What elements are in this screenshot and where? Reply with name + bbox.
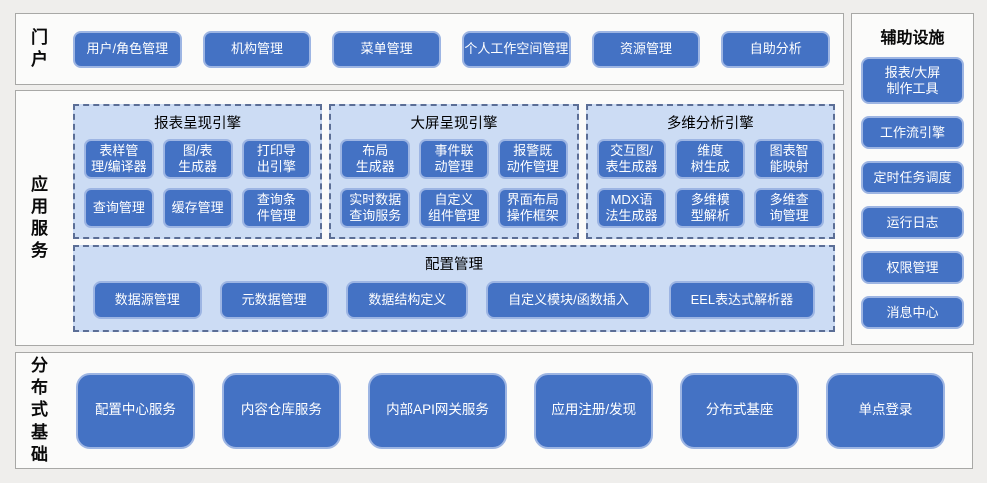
engine-panel-bigscreen: 大屏呈现引擎 布局生成器 事件联动管理 报警既动作管理 实时数据查询服务 自定义… xyxy=(329,104,579,239)
engine-panel-grid: 布局生成器 事件联动管理 报警既动作管理 实时数据查询服务 自定义组件管理 界面… xyxy=(340,139,568,228)
foundation-row: 配置中心服务 内容仓库服务 内部API网关服务 应用注册/发现 分布式基座 单点… xyxy=(76,372,946,449)
engine-item: 界面布局操作框架 xyxy=(497,188,568,228)
engine-item: 事件联动管理 xyxy=(419,139,489,179)
foundation-item: 内容仓库服务 xyxy=(221,372,341,449)
config-item: 自定义模块/函数插入 xyxy=(486,281,651,319)
auxiliary-title: 辅助设施 xyxy=(880,30,945,47)
portal-item: 菜单管理 xyxy=(332,30,442,68)
auxiliary-panel: 辅助设施 报表/大屏制作工具 工作流引擎 定时任务调度 运行日志 权限管理 消息… xyxy=(851,13,974,345)
config-panel: 配置管理 数据源管理 元数据管理 数据结构定义 自定义模块/函数插入 EEL表达… xyxy=(73,245,835,332)
auxiliary-item: 运行日志 xyxy=(861,206,964,239)
engine-panel-title: 报表呈现引擎 xyxy=(154,116,242,132)
auxiliary-item: 报表/大屏制作工具 xyxy=(861,57,964,104)
engine-item: MDX语法生成器 xyxy=(596,188,667,228)
engines-row: 报表呈现引擎 表样管理/编译器 图/表生成器 打印导出引擎 查询管理 缓存管理 … xyxy=(73,104,835,239)
foundation-item: 内部API网关服务 xyxy=(367,372,508,449)
engine-item: 查询条件管理 xyxy=(241,188,312,228)
app-services-label: 应用服务 xyxy=(31,174,48,261)
app-services-content: 报表呈现引擎 表样管理/编译器 图/表生成器 打印导出引擎 查询管理 缓存管理 … xyxy=(73,99,835,337)
engine-panel-title: 大屏呈现引擎 xyxy=(410,116,498,132)
config-row: 数据源管理 元数据管理 数据结构定义 自定义模块/函数插入 EEL表达式解析器 xyxy=(85,280,823,320)
engine-item: 表样管理/编译器 xyxy=(84,139,154,179)
portal-label: 门户 xyxy=(31,27,48,69)
engine-item: 图/表生成器 xyxy=(162,139,233,179)
engine-item: 图表智能映射 xyxy=(754,139,824,179)
portal-row: 用户/角色管理 机构管理 菜单管理 个人工作空间管理 资源管理 自助分析 xyxy=(73,30,831,68)
portal-item: 机构管理 xyxy=(202,30,312,68)
engine-item: 多维查询管理 xyxy=(754,188,824,228)
portal-item: 用户/角色管理 xyxy=(73,30,182,68)
auxiliary-item: 权限管理 xyxy=(861,251,964,284)
auxiliary-item: 消息中心 xyxy=(861,296,964,329)
config-panel-title: 配置管理 xyxy=(425,257,483,273)
auxiliary-item: 工作流引擎 xyxy=(861,116,964,149)
foundation-item: 单点登录 xyxy=(826,372,946,449)
engine-panel-grid: 交互图/表生成器 维度树生成 图表智能映射 MDX语法生成器 多维模型解析 多维… xyxy=(596,139,824,228)
engine-item: 维度树生成 xyxy=(675,139,746,179)
engine-panel-grid: 表样管理/编译器 图/表生成器 打印导出引擎 查询管理 缓存管理 查询条件管理 xyxy=(84,139,312,228)
engine-panel-report: 报表呈现引擎 表样管理/编译器 图/表生成器 打印导出引擎 查询管理 缓存管理 … xyxy=(73,104,323,239)
foundation-item: 分布式基座 xyxy=(680,372,800,449)
foundation-label: 分布式基础 xyxy=(31,356,48,464)
engine-item: 缓存管理 xyxy=(162,188,233,228)
foundation-section: 分布式基础 配置中心服务 内容仓库服务 内部API网关服务 应用注册/发现 分布… xyxy=(15,352,973,469)
foundation-item: 配置中心服务 xyxy=(76,372,195,449)
config-item: 数据源管理 xyxy=(92,281,202,319)
portal-item: 资源管理 xyxy=(591,30,701,68)
portal-item: 自助分析 xyxy=(721,30,831,68)
engine-item: 自定义组件管理 xyxy=(419,188,489,228)
engine-item: 多维模型解析 xyxy=(675,188,746,228)
portal-item: 个人工作空间管理 xyxy=(462,30,571,68)
portal-section: 门户 用户/角色管理 机构管理 菜单管理 个人工作空间管理 资源管理 自助分析 xyxy=(15,13,844,85)
engine-item: 布局生成器 xyxy=(340,139,411,179)
engine-item: 打印导出引擎 xyxy=(241,139,312,179)
config-item: 元数据管理 xyxy=(219,281,329,319)
engine-panel-olap: 多维分析引擎 交互图/表生成器 维度树生成 图表智能映射 MDX语法生成器 多维… xyxy=(585,104,835,239)
foundation-item: 应用注册/发现 xyxy=(534,372,654,449)
auxiliary-item: 定时任务调度 xyxy=(861,161,964,194)
engine-item: 报警既动作管理 xyxy=(497,139,568,179)
engine-item: 交互图/表生成器 xyxy=(596,139,667,179)
app-services-section: 应用服务 报表呈现引擎 表样管理/编译器 图/表生成器 打印导出引擎 查询管理 … xyxy=(15,90,844,346)
config-item: EEL表达式解析器 xyxy=(668,281,816,319)
engine-panel-title: 多维分析引擎 xyxy=(666,116,754,132)
engine-item: 查询管理 xyxy=(84,188,154,228)
config-item: 数据结构定义 xyxy=(346,281,469,319)
engine-item: 实时数据查询服务 xyxy=(340,188,411,228)
